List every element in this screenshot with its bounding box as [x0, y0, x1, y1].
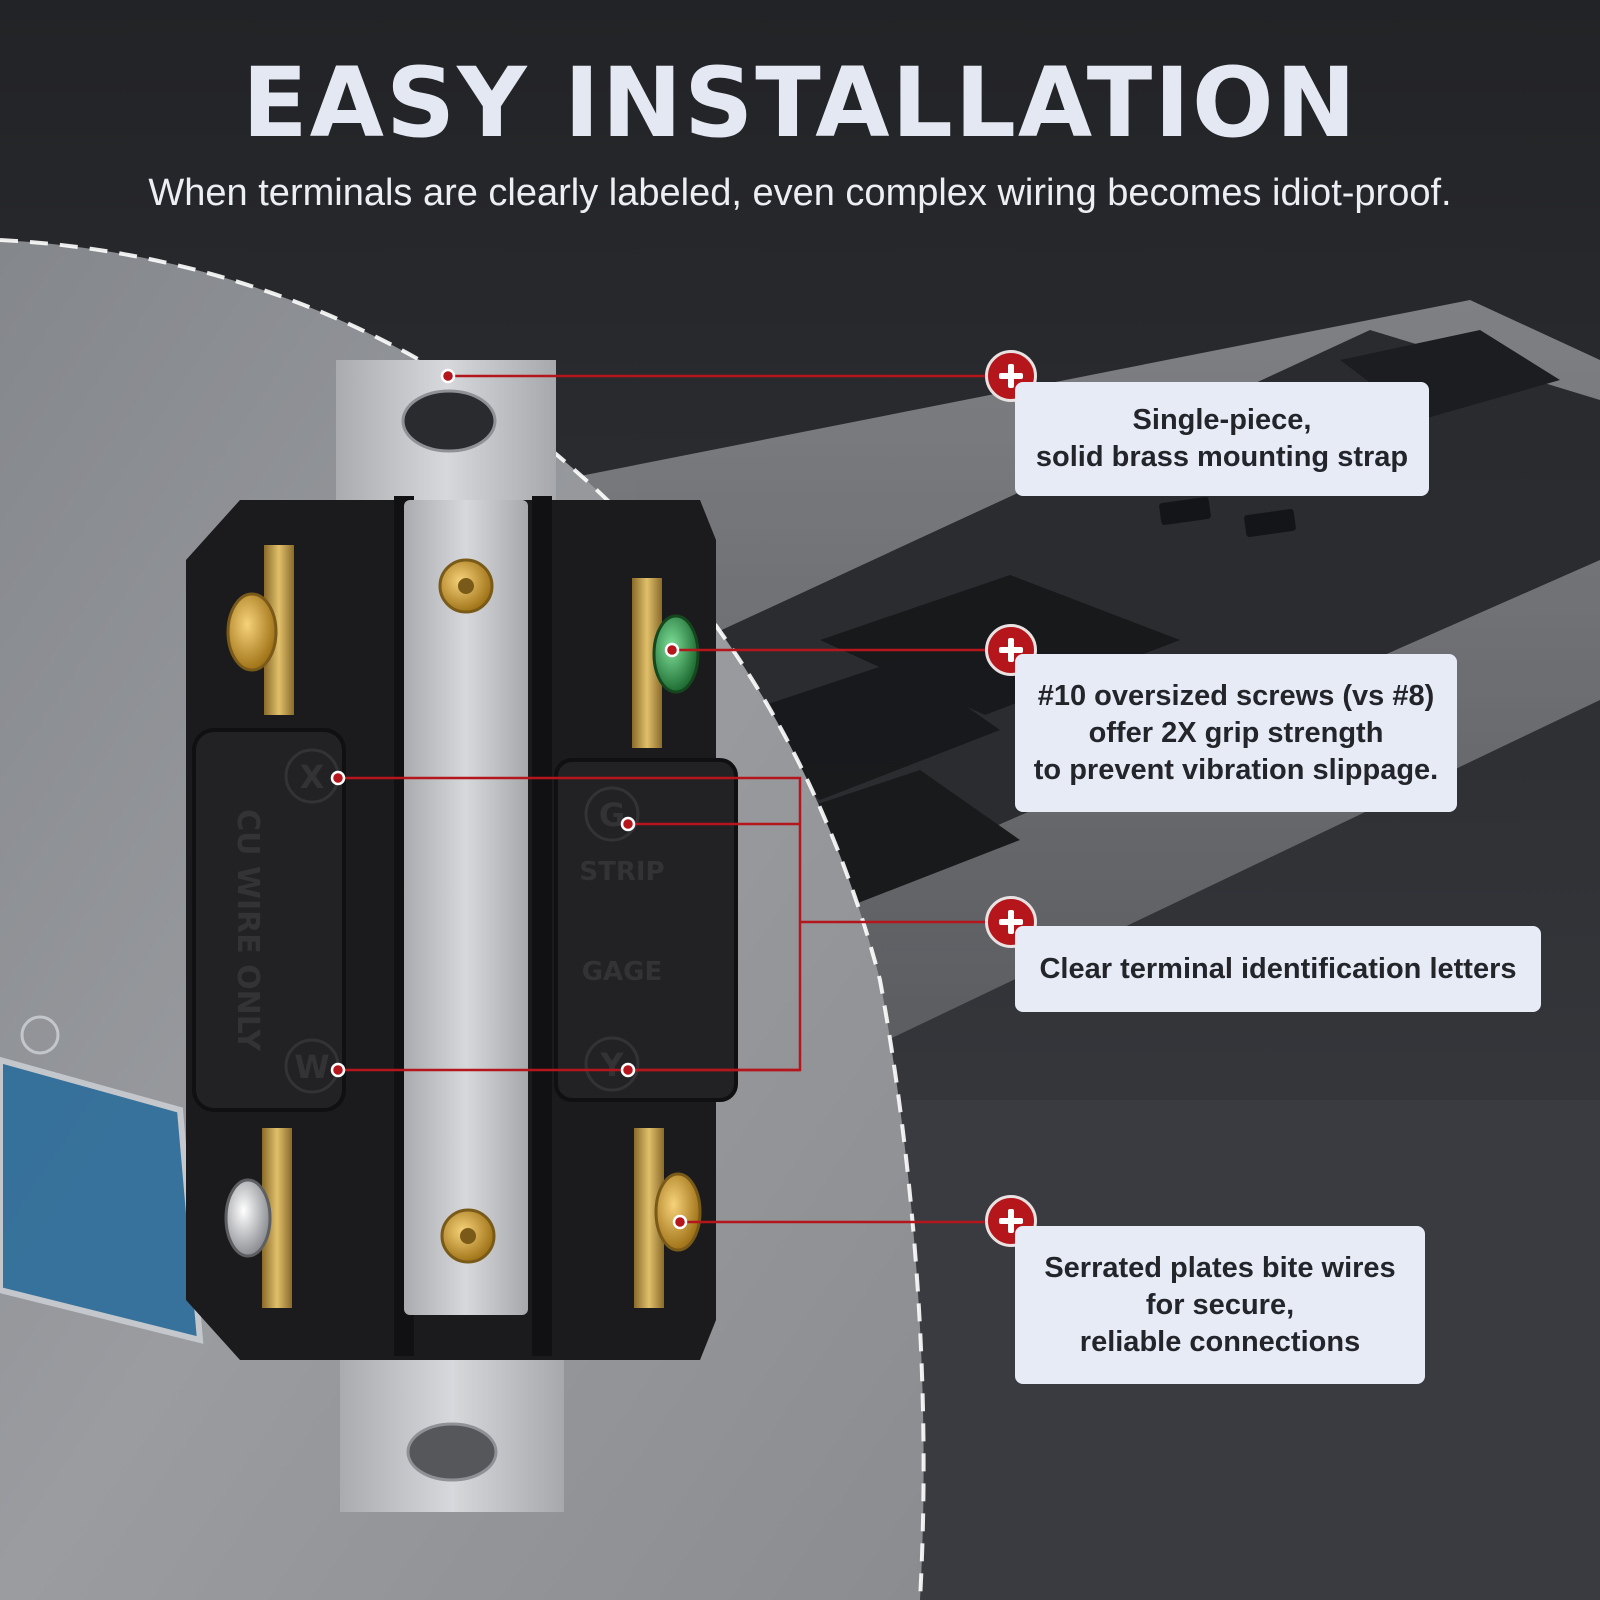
callout-serrated-plates: Serrated plates bite wires for secure, r… [1015, 1226, 1425, 1384]
tablet-background [0, 1015, 204, 1344]
cu-wire-only-text: CU WIRE ONLY [230, 809, 265, 1052]
strip-gage-label: GAGE [582, 957, 663, 987]
page-title: EASY INSTALLATION [242, 47, 1358, 159]
plus-icon [985, 1195, 1037, 1247]
terminal-letter-x: X [300, 758, 325, 796]
plus-icon [985, 896, 1037, 948]
strip-gage-text: STRIP [579, 857, 664, 887]
callout-terminal-letters: Clear terminal identification letters [1015, 926, 1541, 1012]
page-subtitle: When terminals are clearly labeled, even… [148, 172, 1452, 214]
terminal-letter-w: W [294, 1048, 329, 1086]
leader-dots [330, 368, 688, 1230]
terminal-letter-g: G [599, 796, 625, 834]
plus-icon [985, 350, 1037, 402]
callout-mounting-strap: Single-piece, solid brass mounting strap [1015, 382, 1429, 496]
leader-lines [338, 374, 1000, 1224]
receptacle-device: CU WIRE ONLY X G STRIP GAGE W Y [186, 360, 738, 1512]
terminal-letter-y: Y [599, 1046, 624, 1084]
callout-oversized-screws: #10 oversized screws (vs #8) offer 2X gr… [1015, 654, 1457, 812]
